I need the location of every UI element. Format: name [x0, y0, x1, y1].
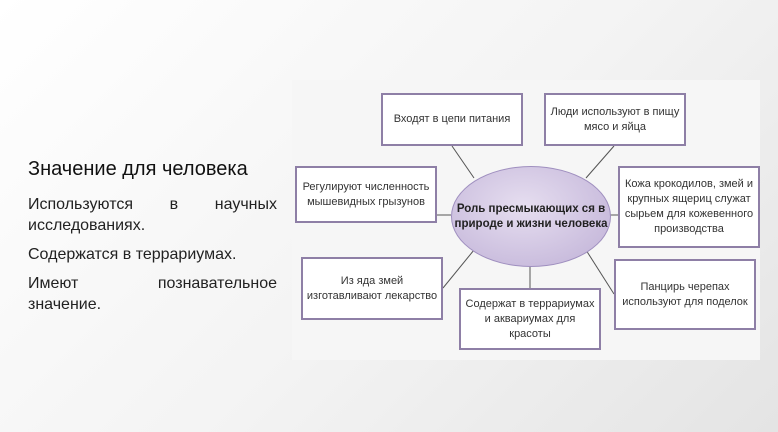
paragraph-educational: Имеют познавательное значение.: [28, 275, 277, 313]
box-rodent-control: Регулируют численность мышевидных грызун…: [295, 166, 437, 223]
paragraph-research: Используются в научных исследованиях.: [28, 194, 277, 236]
box-medicine: Из яда змей изготавливают лекарство: [301, 257, 443, 320]
box-turtle-shell: Панцирь черепах используют для поделок: [614, 259, 756, 330]
slide-title: Значение для человека: [28, 158, 248, 180]
box-terrarium: Содержат в террариумах и аквариумах для …: [459, 288, 601, 350]
box-leather: Кожа крокодилов, змей и крупных ящериц с…: [618, 166, 760, 248]
paragraph-terrarium: Содержатся в террариумах.: [28, 246, 237, 263]
box-food-chain: Входят в цепи питания: [381, 93, 523, 146]
reptile-role-diagram: Роль пресмыкающих ся в природе и жизни ч…: [292, 80, 760, 360]
paragraph-text: Используются в научных исследованиях.: [28, 196, 277, 234]
connector-lines: [437, 145, 618, 295]
center-node: Роль пресмыкающих ся в природе и жизни ч…: [451, 166, 611, 267]
box-food-use: Люди используют в пищу мясо и яйца: [544, 93, 686, 146]
